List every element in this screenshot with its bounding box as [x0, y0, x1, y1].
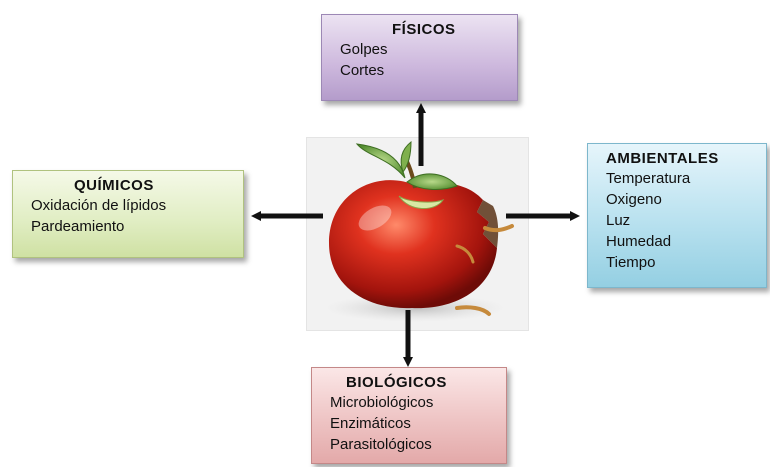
list-item: Cortes	[340, 62, 385, 79]
list-item: Golpes	[340, 41, 388, 58]
biologicos-list: Microbiológicos Enzimáticos Parasitológi…	[330, 392, 496, 455]
quimicos-box: QUÍMICOS Oxidación de lípidos Pardeamien…	[12, 170, 244, 258]
list-item: Humedad	[606, 233, 672, 250]
quimicos-list: Oxidación de lípidos Pardeamiento	[31, 195, 233, 237]
list-item: Oxidación de lípidos	[31, 197, 167, 214]
biologicos-title: BIOLÓGICOS	[346, 374, 447, 391]
list-item: Luz	[606, 212, 631, 229]
list-item: Microbiológicos	[330, 394, 434, 411]
list-item: Temperatura	[606, 170, 691, 187]
ambientales-box: AMBIENTALES Temperatura Oxigeno Luz Hume…	[587, 143, 767, 288]
quimicos-title: QUÍMICOS	[74, 177, 154, 194]
ambientales-list: Temperatura Oxigeno Luz Humedad Tiempo	[606, 168, 756, 273]
fisicos-box: FÍSICOS Golpes Cortes	[321, 14, 518, 101]
ambientales-title: AMBIENTALES	[606, 150, 719, 167]
fisicos-list: Golpes Cortes	[340, 39, 507, 81]
apple-icon	[325, 140, 514, 322]
list-item: Parasitológicos	[330, 436, 432, 453]
fisicos-title: FÍSICOS	[392, 21, 456, 38]
list-item: Enzimáticos	[330, 415, 411, 432]
list-item: Tiempo	[606, 254, 656, 271]
apple-image	[306, 137, 529, 331]
list-item: Oxigeno	[606, 191, 662, 208]
biologicos-box: BIOLÓGICOS Microbiológicos Enzimáticos P…	[311, 367, 507, 464]
list-item: Pardeamiento	[31, 218, 125, 235]
